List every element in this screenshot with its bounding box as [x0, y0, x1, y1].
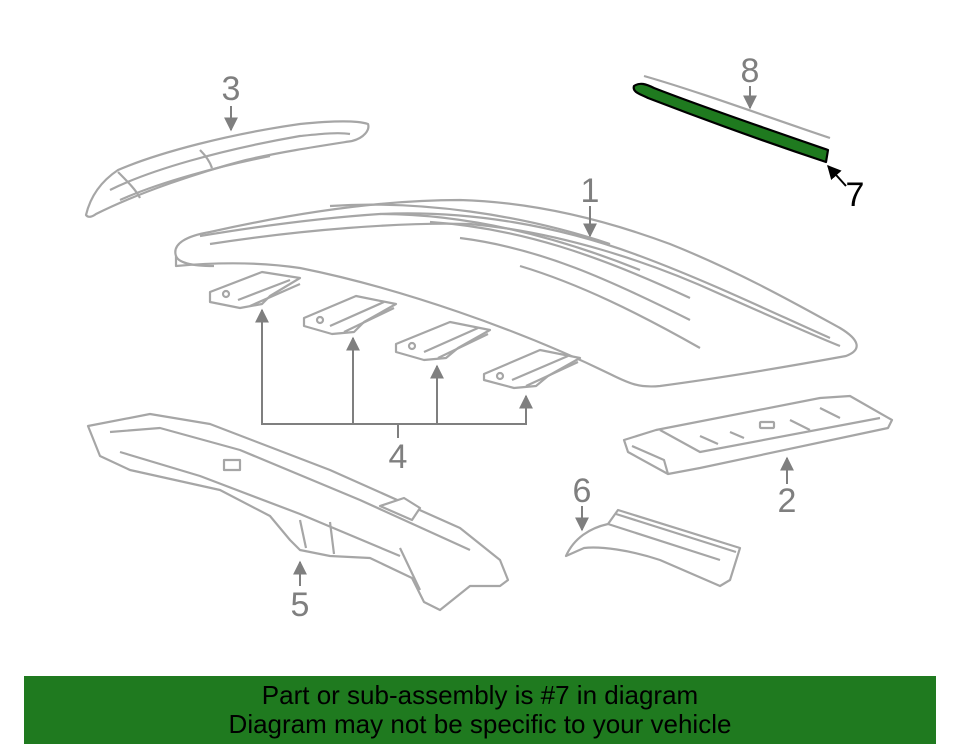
part-4-roof-bows	[208, 270, 582, 390]
callout-1: 1	[581, 172, 600, 210]
part-6-rear-panel	[564, 508, 742, 588]
callout-8: 8	[741, 52, 760, 90]
part-7-roof-molding	[632, 82, 830, 164]
leader-lines	[224, 86, 794, 586]
banner-line-2: Diagram may not be specific to your vehi…	[228, 709, 732, 739]
callout-7: 7	[846, 176, 865, 214]
callout-2: 2	[778, 482, 797, 520]
info-banner: Part or sub-assembly is #7 in diagram Di…	[24, 676, 936, 744]
leader-line-7	[827, 164, 847, 187]
callout-5: 5	[291, 586, 310, 624]
part-1-roof-panel	[174, 198, 858, 388]
part-5-front-header	[86, 412, 510, 612]
callout-6: 6	[573, 472, 592, 510]
part-2-rear-header	[622, 394, 894, 476]
parts-diagram: 1 2 3 4 5 6 7 8	[84, 52, 894, 624]
part-8-roof-drip	[643, 74, 831, 140]
banner-line-1: Part or sub-assembly is #7 in diagram	[261, 680, 699, 710]
callout-3: 3	[222, 70, 241, 108]
callout-4: 4	[389, 438, 408, 476]
part-3-roof-rail	[84, 120, 370, 218]
